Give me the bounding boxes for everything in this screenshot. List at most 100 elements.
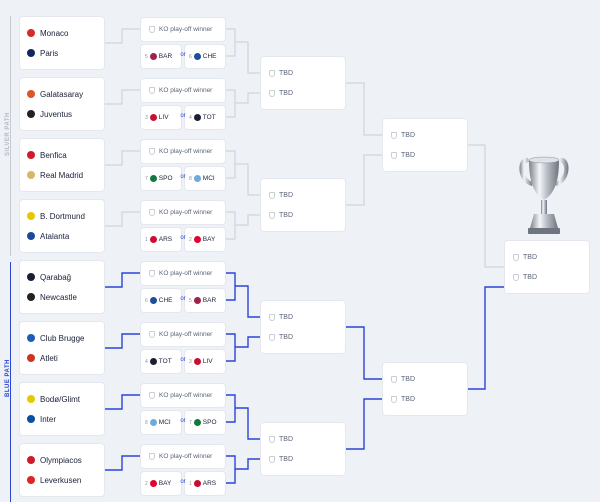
playoff-option[interactable]: 1 ARS <box>185 472 225 495</box>
ko-playoff-winner-slot[interactable]: KO play-off winner <box>141 445 225 468</box>
seed-number: 3 <box>145 114 148 121</box>
team-placeholder-icon <box>391 395 397 403</box>
team-name: Juventus <box>40 109 73 119</box>
team-name: Atalanta <box>40 231 70 241</box>
ko-playoff-winner-slot[interactable]: KO play-off winner <box>141 79 225 102</box>
connector-line <box>225 333 236 362</box>
team-name: Qarabağ <box>40 272 72 282</box>
club-code: CHE <box>158 297 173 304</box>
trophy-icon <box>519 156 569 234</box>
ko-playoff-winner-slot[interactable]: KO play-off winner <box>141 262 225 285</box>
team-placeholder-icon <box>391 131 397 139</box>
qf-card-1[interactable]: TBD TBD <box>261 57 345 109</box>
team-crest-icon <box>27 212 35 220</box>
seed-number: 8 <box>189 175 192 182</box>
team-name: Benfica <box>40 150 67 160</box>
connector-line <box>345 154 383 206</box>
team-name: Paris <box>40 48 59 58</box>
team-row: Real Madrid <box>27 168 83 182</box>
qf-card-3[interactable]: TBD TBD <box>261 301 345 353</box>
seed-number: 1 <box>189 480 192 487</box>
team-row: Juventus <box>27 107 72 121</box>
club-crest-icon <box>193 480 201 487</box>
connector-line <box>467 286 505 390</box>
ko-playoff-winner-slot[interactable]: KO play-off winner <box>141 201 225 224</box>
team-placeholder-icon <box>149 453 155 460</box>
team-row: Atleti <box>27 351 58 365</box>
seed-number: 4 <box>189 114 192 121</box>
ko-playoff-winner-slot[interactable]: KO play-off winner <box>141 18 225 41</box>
club-crest-icon <box>149 480 157 487</box>
team-placeholder-icon <box>269 191 275 199</box>
club-code: CHE <box>202 53 217 60</box>
qf-card-4[interactable]: TBD TBD <box>261 423 345 475</box>
club-code: BAR <box>202 297 217 304</box>
team-crest-icon <box>27 293 35 301</box>
team-row: Leverkusen <box>27 473 81 487</box>
ko-playoff-winner-slot[interactable]: KO play-off winner <box>141 140 225 163</box>
club-code: ARS <box>202 480 217 487</box>
team-row: Paris <box>27 46 58 60</box>
or-label: or <box>180 52 186 58</box>
connector-line <box>225 89 236 118</box>
or-label: or <box>180 357 186 363</box>
club-crest-icon <box>193 175 201 182</box>
ko-playoff-winner-slot[interactable]: KO play-off winner <box>141 384 225 407</box>
playoff-option[interactable]: 6 CHE <box>185 45 225 68</box>
connector-line <box>104 150 141 166</box>
tbd-slot: TBD <box>269 331 293 343</box>
team-placeholder-icon <box>269 333 275 341</box>
connector-line <box>235 458 261 470</box>
or-label: or <box>180 113 186 119</box>
connector-line <box>225 150 236 179</box>
seed-number: 6 <box>189 53 192 60</box>
sf-card-2[interactable]: TBD TBD <box>383 363 467 415</box>
connector-line <box>225 28 236 57</box>
club-crest-icon <box>193 419 201 426</box>
team-row: Qarabağ <box>27 270 71 284</box>
sf-card-1[interactable]: TBD TBD <box>383 119 467 171</box>
club-code: TOT <box>158 358 172 365</box>
final-card[interactable]: TBD TBD <box>505 241 589 293</box>
team-crest-icon <box>27 151 35 159</box>
or-label: or <box>180 174 186 180</box>
team-placeholder-icon <box>149 270 155 277</box>
tbd-slot: TBD <box>269 67 293 79</box>
team-crest-icon <box>27 395 35 403</box>
team-name: Galatasaray <box>40 89 84 99</box>
team-crest-icon <box>27 334 35 342</box>
tbd-slot: TBD <box>513 271 537 283</box>
qf-card-2[interactable]: TBD TBD <box>261 179 345 231</box>
club-code: BAR <box>158 53 173 60</box>
connector-line <box>235 92 261 104</box>
ko-playoff-winner-slot[interactable]: KO play-off winner <box>141 323 225 346</box>
connector-line <box>235 407 261 440</box>
ko-playoff-label: KO play-off winner <box>159 453 213 460</box>
